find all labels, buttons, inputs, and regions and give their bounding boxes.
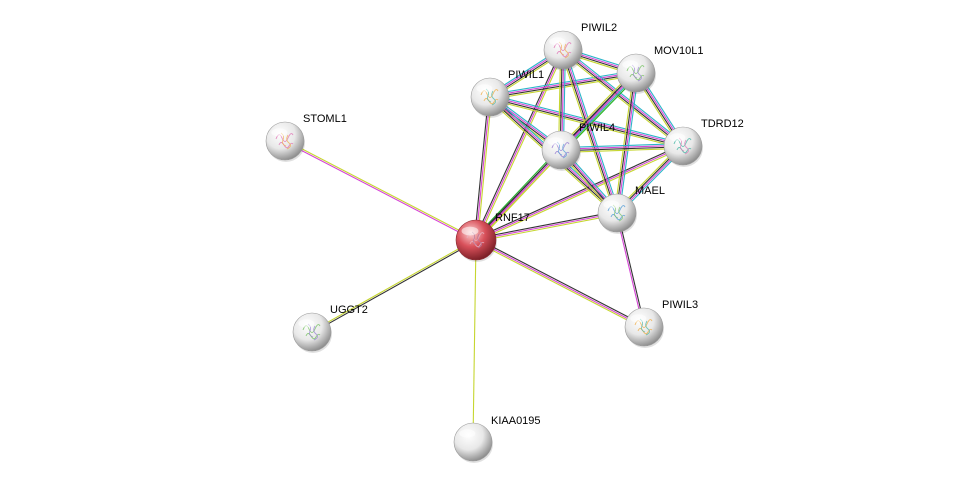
edge-rnf17-tdrd12[interactable] [475, 144, 684, 242]
node-sphere [616, 53, 656, 93]
edge-evidence-coexpression [561, 146, 684, 152]
edge-rnf17-uggt2[interactable] [311, 238, 477, 334]
edge-piwil2-tdrd12[interactable] [561, 47, 685, 149]
edge-evidence-textmining [476, 50, 565, 241]
node-highlight [603, 200, 620, 209]
node-label: MAEL [635, 185, 665, 197]
edge-evidence-experiments [475, 212, 618, 241]
edge-evidence-textmining [475, 240, 644, 329]
node-sphere [541, 130, 581, 170]
edge-evidence-databases [564, 49, 620, 213]
node-rnf17[interactable]: RNF17 [455, 212, 530, 262]
edge-evidence-coexpression [561, 50, 617, 214]
node-stoml1[interactable]: STOML1 [265, 113, 347, 162]
edge-evidence-coexpression [475, 144, 683, 240]
node-highlight [630, 314, 647, 323]
query-node-sphere [455, 219, 497, 261]
edge-evidence-textmining [560, 50, 616, 214]
node-highlight [549, 37, 566, 46]
edge-rnf17-mael[interactable] [475, 210, 618, 243]
node-label: RNF17 [495, 212, 530, 224]
node-sphere [663, 126, 703, 166]
edge-evidence-experiments [563, 49, 619, 213]
edge-evidence-coexpression [476, 238, 645, 327]
node-piwil2[interactable]: PIWIL2 [543, 22, 617, 71]
edge-evidence-coexpression [617, 212, 646, 327]
node-highlight [669, 133, 686, 142]
edge-evidence-databases [564, 47, 685, 145]
node-sphere [265, 121, 305, 161]
edge-evidence-textmining [476, 146, 684, 242]
node-sphere [470, 77, 510, 117]
edge-rnf17-kiaa0195[interactable] [472, 239, 477, 443]
node-kiaa0195[interactable]: KIAA0195 [453, 415, 541, 463]
node-piwil1[interactable]: PIWIL1 [470, 69, 544, 118]
edge-evidence-gene-neighborhood [473, 147, 560, 239]
edge-evidence-experiments [284, 141, 476, 242]
edge-mael-piwil3[interactable] [615, 212, 646, 328]
edge-piwil4-tdrd12[interactable] [560, 143, 684, 153]
node-label: MOV10L1 [654, 45, 704, 57]
node-sphere [597, 193, 637, 233]
node-tdrd12[interactable]: TDRD12 [663, 118, 744, 167]
edge-evidence-coexpression [474, 49, 563, 240]
edge-evidence-textmining [614, 72, 635, 213]
edge-evidence-textmining [561, 147, 684, 153]
node-label: PIWIL1 [508, 69, 544, 81]
edge-evidence-textmining [476, 214, 618, 243]
node-label: PIWIL2 [581, 22, 617, 34]
node-piwil4[interactable]: PIWIL4 [541, 122, 615, 171]
edge-evidence-coexpression [475, 210, 617, 239]
node-highlight [547, 137, 564, 146]
edge-evidence-textmining [561, 51, 682, 149]
node-mael[interactable]: MAEL [597, 185, 665, 234]
node-label: KIAA0195 [491, 415, 541, 427]
protein-structure-icon [673, 137, 692, 155]
edge-evidence-databases [560, 143, 683, 149]
edge-evidence-textmining [477, 97, 493, 241]
edge-evidence-experiments [617, 73, 638, 214]
edge-mov10l1-mael[interactable] [614, 72, 639, 214]
node-sphere [453, 422, 493, 462]
edge-evidence-coexpression [312, 240, 477, 334]
edge-rnf17-piwil2[interactable] [474, 49, 565, 241]
node-highlight [298, 319, 315, 328]
edge-evidence-experiments [475, 239, 645, 328]
node-piwil3[interactable]: PIWIL3 [624, 299, 698, 348]
node-label: STOML1 [303, 113, 347, 125]
node-label: UGGT2 [330, 304, 368, 316]
node-highlight [461, 226, 479, 236]
edge-rnf17-stoml1[interactable] [284, 139, 477, 242]
edge-evidence-textmining [285, 139, 477, 240]
edge-rnf17-piwil3[interactable] [475, 238, 645, 329]
node-highlight [622, 60, 639, 69]
node-label: TDRD12 [701, 118, 744, 130]
edge-evidence-experiments [475, 145, 684, 241]
node-label: PIWIL3 [662, 299, 698, 311]
edge-evidence-experiments [560, 144, 683, 150]
edge-piwil2-mael[interactable] [560, 49, 620, 214]
edge-evidence-databases [618, 73, 639, 214]
edge-evidence-experiments [475, 49, 564, 241]
edge-evidence-textmining [311, 238, 476, 332]
node-highlight [476, 84, 493, 93]
node-highlight [271, 128, 288, 137]
edge-evidence-coexpression [562, 50, 683, 148]
edge-evidence-experiments [475, 96, 491, 241]
node-label: PIWIL4 [579, 122, 615, 134]
node-uggt2[interactable]: UGGT2 [292, 304, 368, 353]
edge-evidence-coexpression [615, 72, 636, 213]
node-sphere [543, 30, 583, 70]
edge-rnf17-piwil1[interactable] [473, 96, 493, 241]
edge-evidence-textmining [472, 239, 477, 443]
node-sphere [292, 312, 332, 352]
node-sphere [624, 307, 664, 347]
node-highlight [459, 429, 476, 438]
edge-evidence-coexpression [473, 96, 489, 240]
edge-evidence-experiments [563, 48, 684, 146]
edge-evidence-experiments [615, 213, 644, 328]
node-mov10l1[interactable]: MOV10L1 [616, 45, 704, 94]
